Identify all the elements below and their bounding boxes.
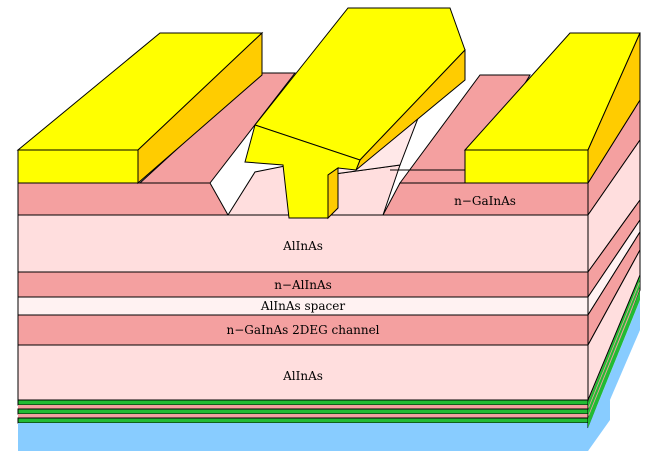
doping-layer <box>17 271 589 298</box>
label-spacer: AlInAs spacer <box>260 299 345 313</box>
gate-recess-left <box>227 164 291 216</box>
buffer-stack <box>17 269 641 451</box>
buffer-layer <box>17 344 589 401</box>
stack-side-face <box>587 98 641 401</box>
left-ohmic-cap <box>17 182 229 216</box>
label-barrier: AlInAs <box>282 239 323 253</box>
label-doping: n−AlInAs <box>274 278 332 292</box>
label-top-cap: n−GaInAs <box>454 194 516 208</box>
label-buffer: AlInAs <box>282 369 323 383</box>
source-contact <box>16 31 264 185</box>
label-channel: n−GaInAs 2DEG channel <box>226 323 379 337</box>
barrier-layer <box>17 214 589 273</box>
front-layers <box>17 164 589 401</box>
channel-layer <box>17 314 589 346</box>
gate-contact <box>244 7 466 220</box>
drain-contact <box>463 32 641 185</box>
